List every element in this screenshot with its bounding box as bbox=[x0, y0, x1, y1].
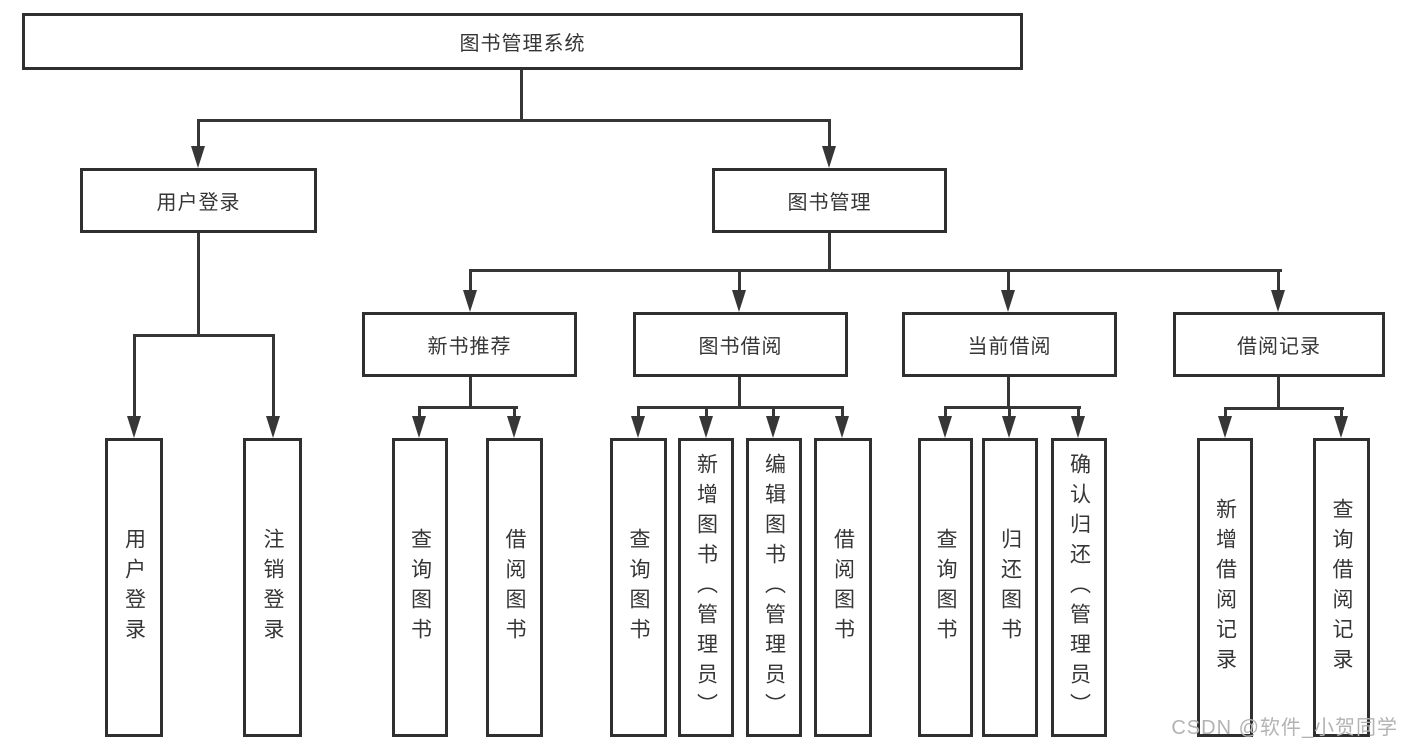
leaf-borrow-books-recommend: 借阅图书 bbox=[486, 438, 543, 737]
leaf-add-borrow-record: 新增借阅记录 bbox=[1197, 438, 1253, 737]
leaf-label: 注销登录 bbox=[261, 527, 284, 648]
node-label: 图书借阅 bbox=[698, 336, 783, 358]
arrowhead-icon bbox=[699, 416, 713, 438]
leaf-label: 查询图书 bbox=[408, 527, 432, 648]
arrowhead-icon bbox=[1218, 416, 1232, 438]
connector bbox=[944, 406, 947, 420]
leaf-label: 新增借阅记录 bbox=[1213, 497, 1237, 678]
arrowhead-icon bbox=[631, 416, 645, 438]
node-book-borrow: 图书借阅 bbox=[633, 312, 848, 377]
node-book-management: 图书管理 bbox=[712, 168, 947, 233]
arrowhead-icon bbox=[463, 290, 477, 312]
arrowhead-icon bbox=[1271, 290, 1285, 312]
connector bbox=[1007, 377, 1010, 409]
connector bbox=[1008, 406, 1011, 420]
node-label: 图书管理系统 bbox=[459, 33, 586, 55]
connector bbox=[469, 269, 1282, 272]
leaf-label: 新增图书（管理员） bbox=[694, 452, 718, 723]
leaf-add-books-admin: 新增图书（管理员） bbox=[678, 438, 734, 737]
leaf-query-books-borrow: 查询图书 bbox=[610, 438, 667, 737]
connector bbox=[1224, 407, 1344, 410]
arrowhead-icon bbox=[191, 146, 205, 168]
arrowhead-icon bbox=[822, 146, 836, 168]
connector bbox=[513, 406, 516, 420]
connector bbox=[1340, 407, 1343, 420]
connector bbox=[1277, 377, 1280, 410]
connector bbox=[272, 334, 275, 420]
arrowhead-icon bbox=[1071, 416, 1085, 438]
connector bbox=[828, 119, 831, 151]
arrowhead-icon bbox=[835, 416, 849, 438]
leaf-label: 确认归还（管理员） bbox=[1067, 452, 1091, 723]
connector bbox=[1277, 269, 1280, 293]
connector bbox=[738, 377, 741, 409]
connector bbox=[133, 334, 136, 420]
connector bbox=[520, 70, 523, 122]
arrowhead-icon bbox=[732, 290, 746, 312]
leaf-label: 查询借阅记录 bbox=[1330, 497, 1353, 678]
arrowhead-icon bbox=[766, 416, 780, 438]
connector bbox=[197, 119, 200, 151]
connector bbox=[469, 269, 472, 293]
arrowhead-icon bbox=[1001, 290, 1015, 312]
arrowhead-icon bbox=[938, 416, 952, 438]
leaf-confirm-return-admin: 确认归还（管理员） bbox=[1051, 438, 1107, 737]
leaf-query-borrow-record: 查询借阅记录 bbox=[1313, 438, 1370, 737]
leaf-label: 借阅图书 bbox=[503, 527, 526, 648]
connector bbox=[637, 406, 640, 420]
leaf-label: 归还图书 bbox=[998, 527, 1022, 648]
leaf-return-books: 归还图书 bbox=[982, 438, 1038, 737]
node-label: 借阅记录 bbox=[1237, 336, 1321, 358]
connector bbox=[705, 406, 708, 420]
arrowhead-icon bbox=[127, 416, 141, 438]
connector bbox=[828, 233, 831, 272]
connector bbox=[841, 406, 844, 420]
node-current-borrow: 当前借阅 bbox=[902, 312, 1117, 377]
arrowhead-icon bbox=[266, 416, 280, 438]
connector bbox=[1007, 269, 1010, 293]
leaf-label: 用户登录 bbox=[122, 527, 146, 648]
node-label: 图书管理 bbox=[787, 192, 872, 214]
arrowhead-icon bbox=[1002, 416, 1016, 438]
connector bbox=[197, 119, 831, 122]
leaf-label: 借阅图书 bbox=[831, 527, 855, 648]
node-label: 用户登录 bbox=[156, 192, 241, 214]
node-new-book-recommend: 新书推荐 bbox=[362, 312, 577, 377]
connector bbox=[637, 406, 844, 409]
connector bbox=[772, 406, 775, 420]
connector bbox=[738, 269, 741, 293]
leaf-label: 编辑图书（管理员） bbox=[762, 452, 786, 723]
connector bbox=[133, 334, 275, 337]
watermark: CSDN @软件_小贺同学 bbox=[1171, 717, 1398, 739]
leaf-user-login: 用户登录 bbox=[105, 438, 163, 737]
node-label: 当前借阅 bbox=[967, 336, 1052, 358]
connector bbox=[418, 406, 518, 409]
leaf-label: 查询图书 bbox=[627, 527, 650, 648]
leaf-query-books-recommend: 查询图书 bbox=[392, 438, 448, 737]
arrowhead-icon bbox=[412, 416, 426, 438]
node-label: 新书推荐 bbox=[427, 336, 512, 358]
arrowhead-icon bbox=[1334, 416, 1348, 438]
leaf-query-books-current: 查询图书 bbox=[918, 438, 973, 737]
leaf-logout: 注销登录 bbox=[243, 438, 302, 737]
node-borrow-records: 借阅记录 bbox=[1173, 312, 1385, 377]
leaf-borrow-books: 借阅图书 bbox=[814, 438, 872, 737]
connector bbox=[1224, 407, 1227, 420]
leaf-label: 查询图书 bbox=[934, 527, 957, 648]
node-user-login: 用户登录 bbox=[80, 168, 317, 233]
arrowhead-icon bbox=[507, 416, 521, 438]
connector bbox=[944, 406, 1081, 409]
connector bbox=[1077, 406, 1080, 420]
connector bbox=[469, 377, 472, 409]
leaf-edit-books-admin: 编辑图书（管理员） bbox=[746, 438, 802, 737]
connector bbox=[418, 406, 421, 420]
connector bbox=[197, 233, 200, 337]
node-root: 图书管理系统 bbox=[22, 13, 1023, 70]
